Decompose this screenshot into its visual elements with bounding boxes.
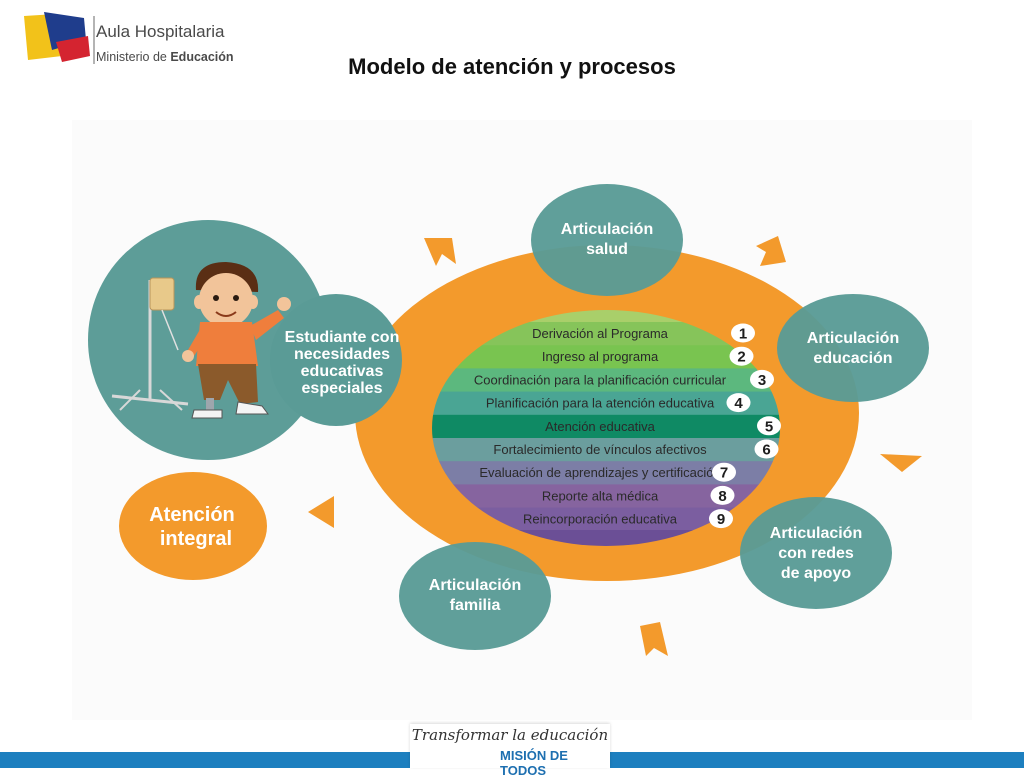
step-stripe-5 (432, 414, 780, 439)
salud-circle (531, 184, 683, 296)
step-label-6: Fortalecimiento de vínculos afectivos (493, 442, 707, 457)
educacion-label-line-1: Articulación (807, 330, 899, 347)
step-stripe-3 (432, 368, 780, 393)
slide-title: Modelo de atención y procesos (348, 54, 676, 79)
step-stripe-4 (432, 391, 780, 416)
arrow-bottom (640, 622, 668, 656)
student-arm-left (188, 326, 206, 356)
step-number-1: 1 (739, 326, 747, 343)
step-number-badge-1 (731, 323, 755, 343)
familia-label-line-1: Articulación (429, 577, 521, 594)
student-eye-left (213, 295, 219, 301)
step-number-2: 2 (737, 349, 745, 366)
step-stripe-7 (432, 461, 780, 485)
integral-label-line-2: integral (160, 528, 232, 550)
step-label-3: Coordinación para la planificación curri… (474, 372, 727, 387)
familia-label-line-2: familia (450, 597, 501, 614)
step-number-badge-6 (754, 439, 779, 459)
salud-label-line-2: salud (586, 241, 628, 258)
step-number-9: 9 (717, 511, 725, 528)
step-label-1: Derivación al Programa (532, 326, 669, 341)
arrow-right (880, 454, 922, 472)
step-label-9: Reincorporación educativa (523, 512, 678, 527)
integral-label-line-1: Atención (149, 504, 235, 526)
step-number-badge-3 (750, 369, 774, 389)
student-face (199, 273, 253, 327)
logo-ministry-prefix: Ministerio de (96, 50, 171, 64)
step-stripe-1 (432, 322, 780, 346)
step-number-8: 8 (718, 488, 726, 505)
step-stripe-2 (432, 345, 780, 369)
student-shoe-left (191, 409, 223, 419)
iv-stand-icon (111, 277, 189, 411)
steps-ellipse (432, 310, 780, 546)
step-label-2: Ingreso al programa (542, 349, 659, 364)
step-number-4: 4 (734, 395, 743, 412)
student-hand-left (182, 350, 194, 362)
step-label-7: Evaluación de aprendizajes y certificaci… (479, 465, 720, 480)
step-label-8: Reporte alta médica (542, 488, 659, 503)
logo-ministry-bold: Educación (170, 50, 234, 64)
logo-flag-icon (24, 12, 95, 64)
step-number-5: 5 (765, 418, 773, 435)
arrow-top-right (756, 236, 786, 266)
step-stripe-6 (432, 438, 780, 462)
redes-label-line-3: de apoyo (781, 565, 851, 582)
student-hand-wave (277, 297, 291, 311)
student-pants (198, 364, 258, 404)
footer-tag: MISIÓN DE TODOS (500, 748, 568, 778)
educacion-circle (777, 294, 929, 402)
redes-circle (740, 497, 892, 609)
step-stripe-8 (432, 484, 780, 509)
step-label-4: Planificación para la atención educativa (486, 396, 715, 411)
salud-label-line-1: Articulación (561, 221, 653, 238)
student-label-line-3: educativas (301, 363, 384, 380)
redes-label-line-2: con redes (778, 545, 854, 562)
student-label-line-2: necesidades (294, 346, 390, 363)
logo-ministry: Ministerio de Educación (96, 50, 234, 64)
step-number-badge-8 (710, 485, 735, 505)
arrow-top-left (424, 238, 456, 266)
arrow-left (308, 496, 334, 528)
step-number-badge-7 (712, 462, 736, 482)
step-stripe-9 (432, 507, 780, 532)
student-eye-right (233, 295, 239, 301)
step-number-badge-5 (757, 416, 781, 436)
step-number-6: 6 (762, 442, 770, 459)
step-label-5: Atención educativa (545, 419, 656, 434)
step-number-badge-2 (729, 346, 754, 366)
student-ear-right (248, 295, 258, 309)
footer-slogan: Transformar la educación (411, 726, 609, 744)
student-prosthetic-leg (206, 398, 214, 412)
redes-label-line-1: Articulación (770, 525, 862, 542)
student-illustration (111, 262, 291, 419)
student-shoe-right (235, 401, 269, 415)
logo-org-name: Aula Hospitalaria (96, 22, 225, 41)
student-label-line-4: especiales (302, 380, 383, 397)
integral-circle (119, 472, 267, 580)
student-mouth (215, 311, 237, 317)
step-number-7: 7 (720, 465, 728, 482)
familia-circle (399, 542, 551, 650)
step-number-badge-4 (726, 393, 751, 413)
student-arm-right (250, 310, 284, 340)
ministry-logo (22, 10, 242, 66)
student-circle-small (270, 294, 402, 426)
step-number-badge-9 (709, 509, 733, 529)
student-torso (196, 322, 258, 366)
student-label-line-1: Estudiante con (285, 329, 400, 346)
footer-badge: Transformar la educación MISIÓN DE TODOS (410, 724, 610, 778)
step-number-3: 3 (758, 372, 766, 389)
student-ear-left (194, 295, 204, 309)
educacion-label-line-2: educación (813, 350, 892, 367)
